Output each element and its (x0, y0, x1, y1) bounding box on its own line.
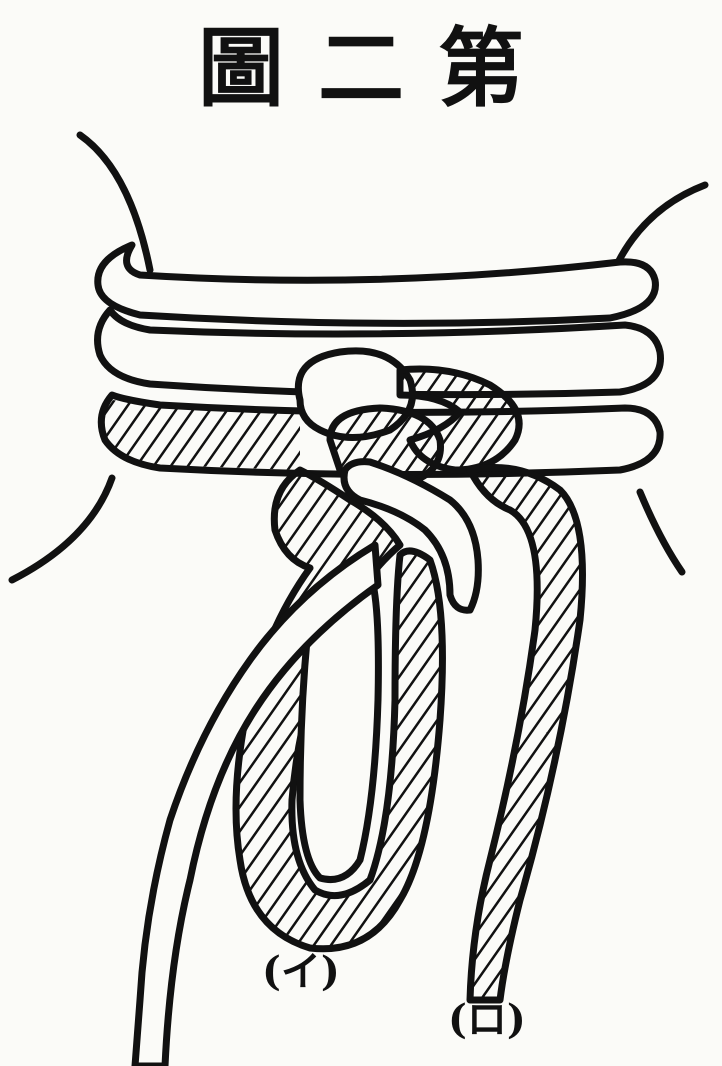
label-end-i: (イ) (262, 952, 340, 992)
post-left-bottom-line (12, 478, 112, 580)
strand-ro (470, 468, 583, 1001)
coil-top (98, 245, 656, 323)
post-right-bottom-line (640, 492, 682, 572)
label-end-ro: (ロ) (448, 1000, 526, 1040)
